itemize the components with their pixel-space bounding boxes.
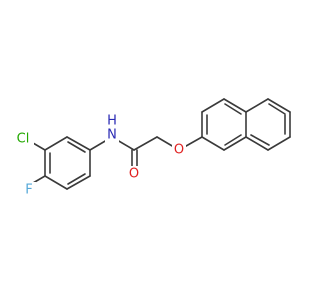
molecule-structure: Cl F H N O O [10,98,291,198]
bond-c-f [32,175,46,184]
atom-label-o-carbonyl: O [129,167,139,182]
molecule-canvas: Cl F H N O O [10,98,291,198]
atom-label-cl: Cl [17,132,30,147]
chlorofluorophenyl-ring [44,136,91,190]
bond [201,98,225,113]
atom-cl: Cl [10,131,34,147]
bond [66,175,91,190]
bond [267,136,291,151]
bond-c-cl [32,142,46,151]
naphthalene-ring [201,98,291,151]
double-bond-inner [67,173,86,185]
atom-label-f: F [25,183,32,198]
atom-nh: H N [105,113,119,143]
atom-o-carbonyl: O [127,166,141,182]
bond [44,175,68,190]
bond [245,136,269,151]
atom-label-n: N [107,128,117,143]
double-bond-inner [67,141,86,153]
atom-o-ether: O [172,142,186,158]
double-bond-inner [250,134,270,146]
bond [267,98,291,113]
bond [66,136,91,151]
atom-f: F [22,182,36,198]
bond-c-ch2 [133,136,158,151]
bond [223,98,247,113]
bond [201,136,225,151]
double-bond-inner [224,134,242,146]
bond [223,136,247,151]
bond [245,98,269,113]
atom-label-o-ether: O [174,143,184,158]
atom-label-h: H [107,114,117,129]
double-bond-inner [224,103,242,115]
bond [44,136,68,151]
double-bond-inner [268,103,286,115]
